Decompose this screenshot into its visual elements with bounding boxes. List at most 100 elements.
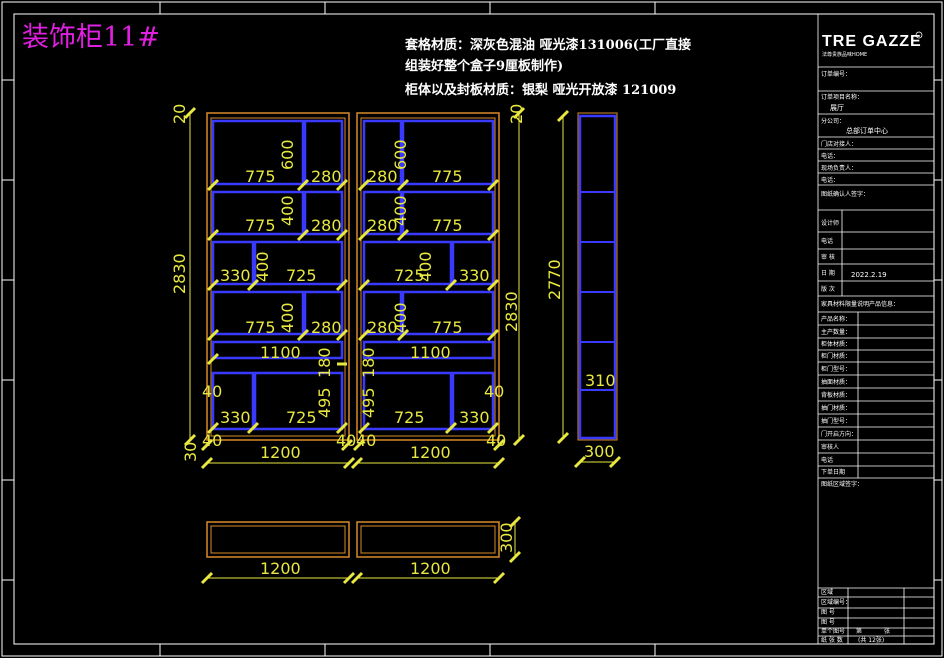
plan-view [206, 521, 500, 558]
tb-total-label: 纸 张 数 [821, 636, 843, 644]
tb-order-no-label: 订单编号： [821, 70, 851, 78]
side-elevation [577, 112, 618, 441]
dim-side-height: 2770 [545, 259, 564, 300]
dim-right-r6-b: 330 [459, 408, 490, 427]
dim-left-total: 1200 [260, 443, 301, 462]
dim-plan-right: 1200 [410, 559, 451, 578]
tb-owner-label: 现场负责人： [821, 164, 857, 172]
tb-area-label: 区域 [821, 588, 833, 596]
dim-side-depth: 310 [585, 371, 616, 390]
dim-left-r4-h: 400 [278, 302, 297, 333]
dim-left-r2-a: 775 [245, 216, 276, 235]
dim-right-r1-a: 280 [367, 167, 398, 186]
tb-review-label: 审 核 [821, 253, 835, 261]
dim-right-r2-b: 775 [432, 216, 463, 235]
dim-left-r2-b: 280 [311, 216, 342, 235]
tb-fig-no-label: 图 号 [821, 619, 835, 626]
tb-back-material-label: 背板材质： [821, 391, 851, 399]
material-note-line2: 组装好整个盒子9厘板制作) [405, 58, 563, 74]
dim-right-height: 2830 [502, 291, 521, 332]
tb-date-value: 2022.2.19 [851, 271, 887, 279]
dim-left-r1-h: 600 [278, 139, 297, 170]
drawing-title: 装饰柜11# [22, 22, 160, 53]
inner-border [13, 13, 935, 645]
dim-left-r5-w: 1100 [260, 343, 301, 362]
dim-left-side: 40 [202, 382, 222, 401]
dim-right-r1-h: 600 [391, 139, 410, 170]
svg-text:TRE GAZZE: TRE GAZZE [822, 33, 922, 50]
tb-phone-label: 电话： [821, 152, 839, 160]
dim-left-r6-a: 330 [220, 408, 251, 427]
tb-main-qty-label: 主产数量： [821, 328, 851, 336]
dim-left-r1-b: 280 [311, 167, 342, 186]
tb-area-no-label: 区域编号： [821, 598, 851, 606]
dim-side-base: 300 [584, 442, 615, 461]
tb-drawer-material-label: 抽面材质： [821, 378, 851, 386]
tb-order-date-label: 下单日期 [821, 468, 845, 476]
title-block [817, 14, 934, 644]
tb-designer-label: 设计师 [821, 219, 839, 227]
tb-project-label: 订单项目名称： [821, 93, 863, 101]
tb-total-value: (共 12张) [858, 636, 884, 644]
tb-phone3-label: 电话 [821, 237, 833, 245]
dim-left-r3-b: 725 [286, 266, 317, 285]
dim-left-top: 20 [170, 104, 189, 124]
tb-phone2-label: 电话： [821, 176, 839, 184]
tb-body-material-label: 柜体材质： [821, 340, 851, 348]
dim-right-r3-b: 330 [459, 266, 490, 285]
tb-page-label: 第 [856, 627, 862, 635]
dim-right-bot40: 40 [356, 431, 376, 450]
tb-receiver-label: 审核人 [821, 443, 839, 451]
tb-door-type-label: 柜门型号： [821, 365, 851, 373]
tb-contact-label: 门店对接人： [821, 140, 857, 148]
material-note-line1: 套格材质：深灰色混油 哑光漆131006(工厂直接 [404, 37, 691, 53]
dim-right-r5-h: 180 [359, 347, 378, 378]
dim-left-base-side: 40 [336, 431, 356, 450]
dim-left-bot40: 40 [202, 431, 222, 450]
dim-right-top: 20 [507, 104, 526, 124]
dim-right-r2-h: 400 [391, 195, 410, 226]
dim-left-r6-h: 495 [315, 387, 334, 418]
dim-left-r4-a: 775 [245, 318, 276, 337]
dim-plan-left: 1200 [260, 559, 301, 578]
tb-company-value: 总部订单中心 [846, 126, 888, 135]
left-cabinet-elevation [206, 112, 350, 441]
dim-left-base: 30 [181, 442, 200, 462]
dimension-ticks [183, 106, 622, 585]
dim-right-r6-a: 725 [394, 408, 425, 427]
dim-right-r3-a: 725 [394, 266, 425, 285]
dim-left-r1-a: 775 [245, 167, 276, 186]
tb-version-label: 版 次 [821, 285, 835, 293]
svg-text:法尊贵族品味HOME: 法尊贵族品味HOME [822, 51, 867, 58]
dim-left-r3-h: 400 [253, 251, 272, 282]
tb-door2-type-label: 抽门型号： [821, 417, 851, 425]
dim-left-r3-a: 330 [220, 266, 251, 285]
dim-right-r5-w: 1100 [410, 343, 451, 362]
tb-product-name-label: 产品名称： [821, 315, 851, 323]
dim-left-r6-b: 725 [286, 408, 317, 427]
dim-right-r2-a: 280 [367, 216, 398, 235]
dim-right-total: 1200 [410, 443, 451, 462]
tb-open-dir-label: 门开启方向： [821, 430, 857, 438]
brand-logo: TRE GAZZE 法尊贵族品味HOME [822, 31, 923, 58]
dim-right-side: 40 [484, 382, 504, 401]
dim-right-r4-a: 280 [367, 318, 398, 337]
tb-fig-label: 图 号 [821, 609, 835, 616]
dim-right-r4-h: 400 [391, 302, 410, 333]
tb-phone4-label: 电话 [821, 456, 833, 464]
dimension-lines [189, 113, 615, 579]
material-note-line3: 柜体以及封板材质：银梨 哑光开放漆 121009 [404, 82, 676, 98]
dim-left-r2-h: 400 [278, 195, 297, 226]
tb-unit-label: 单个图号 [821, 627, 845, 635]
tb-project-value: 展厅 [830, 104, 844, 112]
tb-confirm-label: 图纸确认人签字： [821, 190, 869, 198]
tb-company-label: 分公司： [821, 117, 845, 125]
dim-right-base40: 40 [486, 431, 506, 450]
dim-left-height: 2830 [170, 253, 189, 294]
tb-drawer2-label: 抽门材质： [821, 404, 851, 412]
dim-right-r4-b: 775 [432, 318, 463, 337]
tb-spec-label: 家具材料限量说明产品信息： [821, 300, 899, 308]
